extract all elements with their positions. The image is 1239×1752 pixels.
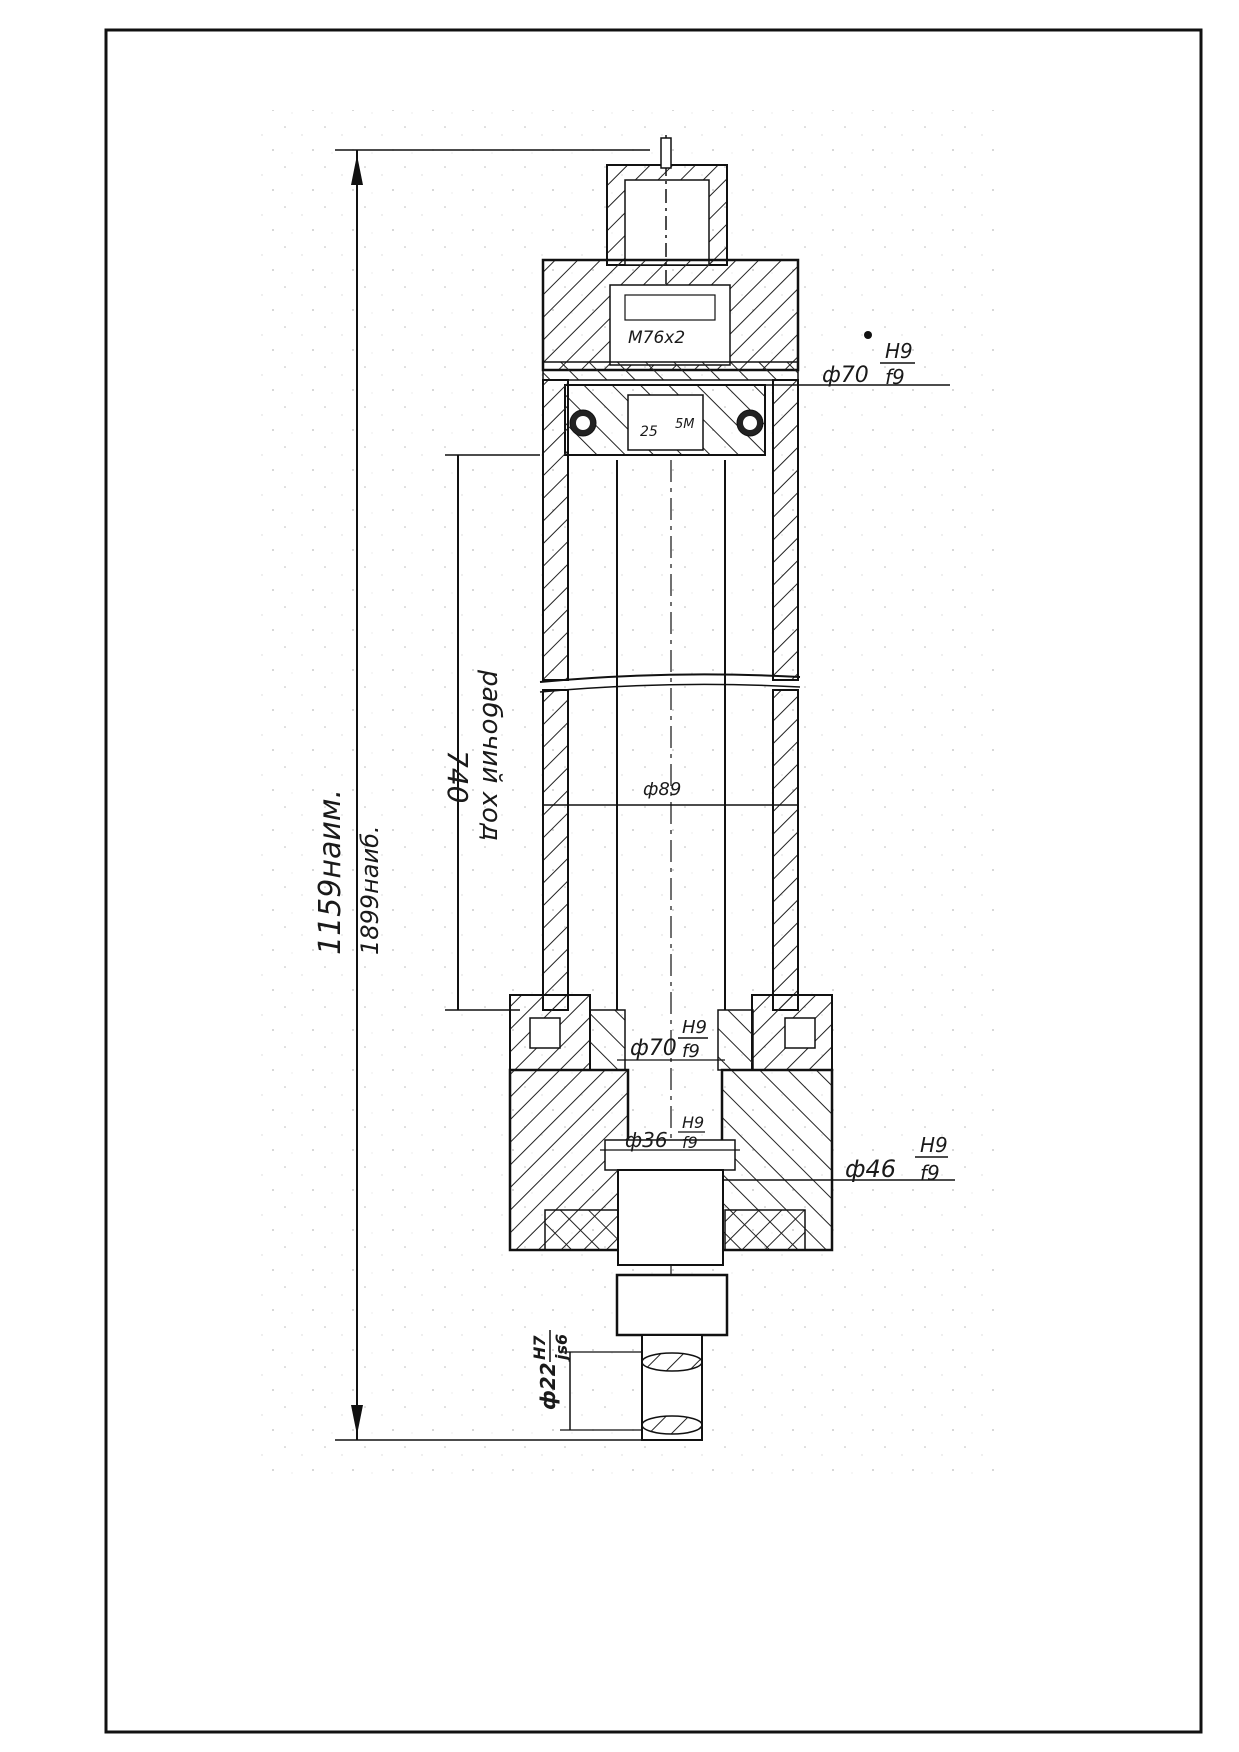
h7-22-label: H7 (530, 1335, 549, 1360)
h9-36-label: H9 (682, 1113, 704, 1132)
rod-end (560, 1273, 729, 1441)
h9-46-label: H9 (920, 1133, 948, 1157)
thread-label: M76x2 (628, 328, 685, 348)
stroke-word-label: рабочий ход (476, 669, 506, 841)
base-block (508, 1068, 834, 1266)
phi70-mid-label: ф70 (630, 1036, 677, 1061)
phi89-label: ф89 (643, 779, 681, 800)
phi22-labels: ф22 H7 js6 (530, 1330, 571, 1410)
h9-mid-label: H9 (682, 1017, 707, 1038)
top-cap (606, 135, 728, 370)
h9-top-label: H9 (885, 339, 913, 363)
overall-max-label: 1899наиб. (356, 825, 384, 955)
inner-dim-label-b: 5М (675, 417, 695, 432)
phi46-label: ф46 (845, 1155, 896, 1183)
overall-min-label: 1159наим. (313, 789, 348, 955)
page-frame (104, 28, 1203, 1734)
dimension-labels: ф70 H9 f9 ф70 H9 f9 ф36 H9 f9 ф46 H9 f9 … (625, 339, 948, 1185)
f9-46-label: f9 (920, 1161, 940, 1185)
phi70-top-label: ф70 (822, 363, 869, 388)
stroke-dimension (445, 454, 540, 1011)
inner-dim-label: 25 (640, 424, 658, 440)
stroke-labels: 740 рабочий ход (441, 669, 506, 841)
js6-22-label: js6 (552, 1334, 571, 1363)
rod-gland (509, 994, 833, 1071)
piston: 25 5М (564, 384, 766, 456)
f9-top-label: f9 (885, 365, 905, 389)
phi36-label: ф36 (625, 1128, 668, 1152)
stroke-value-label: 740 (441, 750, 474, 803)
f9-mid-label: f9 (682, 1041, 700, 1062)
marker-dot (864, 331, 872, 339)
head-block: M76x2 (541, 258, 800, 381)
overall-labels: 1159наим. 1899наиб. (313, 789, 384, 955)
cylinder-tube (539, 379, 801, 1011)
fit-leaders (600, 384, 955, 1181)
f9-36-label: f9 (682, 1133, 698, 1152)
overall-dimension (335, 149, 660, 1441)
phi22-label: ф22 (536, 1362, 560, 1410)
